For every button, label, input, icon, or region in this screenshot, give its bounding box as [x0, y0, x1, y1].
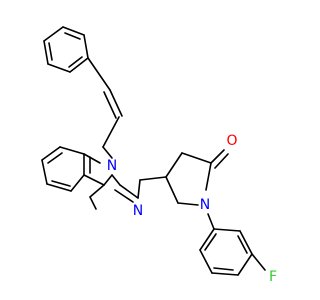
bond: [111, 174, 121, 186]
bond: [114, 189, 134, 203]
structure-canvas: N N N O F: [41, 26, 278, 285]
bond: [204, 233, 217, 251]
bond: [41, 159, 48, 185]
bond: [177, 202, 199, 206]
bond: [103, 174, 113, 186]
bond: [87, 57, 111, 91]
bond: [41, 146, 61, 161]
atom-label-carbonyl-o: O: [226, 133, 237, 149]
bond: [207, 213, 215, 230]
bond: [239, 230, 253, 255]
bond: [211, 272, 239, 276]
bond: [103, 91, 117, 119]
bonds: [41, 26, 266, 276]
bond: [119, 184, 139, 199]
bond: [165, 152, 183, 178]
bond: [213, 228, 241, 232]
bond: [51, 180, 71, 187]
bond: [102, 146, 113, 159]
bond: [213, 267, 234, 271]
bond: [62, 26, 85, 36]
bond: [83, 153, 101, 164]
bond: [46, 183, 72, 192]
atom-label-n3: N: [133, 203, 143, 219]
bond: [47, 152, 63, 164]
bond: [181, 152, 212, 164]
atom-label-fluorine: F: [269, 269, 277, 285]
bond: [199, 249, 213, 274]
bond: [237, 253, 253, 276]
bond: [205, 162, 212, 191]
bond: [237, 235, 248, 254]
bond: [109, 89, 123, 117]
bond: [59, 146, 85, 155]
bond: [68, 56, 83, 68]
bond: [83, 174, 105, 186]
bond: [102, 116, 120, 148]
bond: [47, 63, 71, 73]
bond: [64, 32, 81, 40]
bond: [43, 40, 49, 65]
bond: [137, 179, 141, 199]
bond: [48, 42, 53, 61]
bond: [165, 176, 179, 204]
bond: [89, 196, 97, 210]
bond: [199, 228, 215, 251]
bond: [251, 253, 266, 271]
atom-labels: N N N O F: [107, 133, 277, 285]
atom-label-n1: N: [107, 158, 117, 174]
molecule-structure: N N N O F: [41, 26, 277, 285]
bond: [43, 26, 64, 42]
bond: [214, 153, 229, 169]
bond: [89, 184, 105, 198]
atom-label-lactam-n: N: [200, 197, 210, 213]
bond: [139, 176, 167, 181]
bond: [70, 174, 85, 192]
bond: [83, 34, 89, 59]
bond: [69, 57, 89, 73]
bond: [210, 149, 225, 164]
